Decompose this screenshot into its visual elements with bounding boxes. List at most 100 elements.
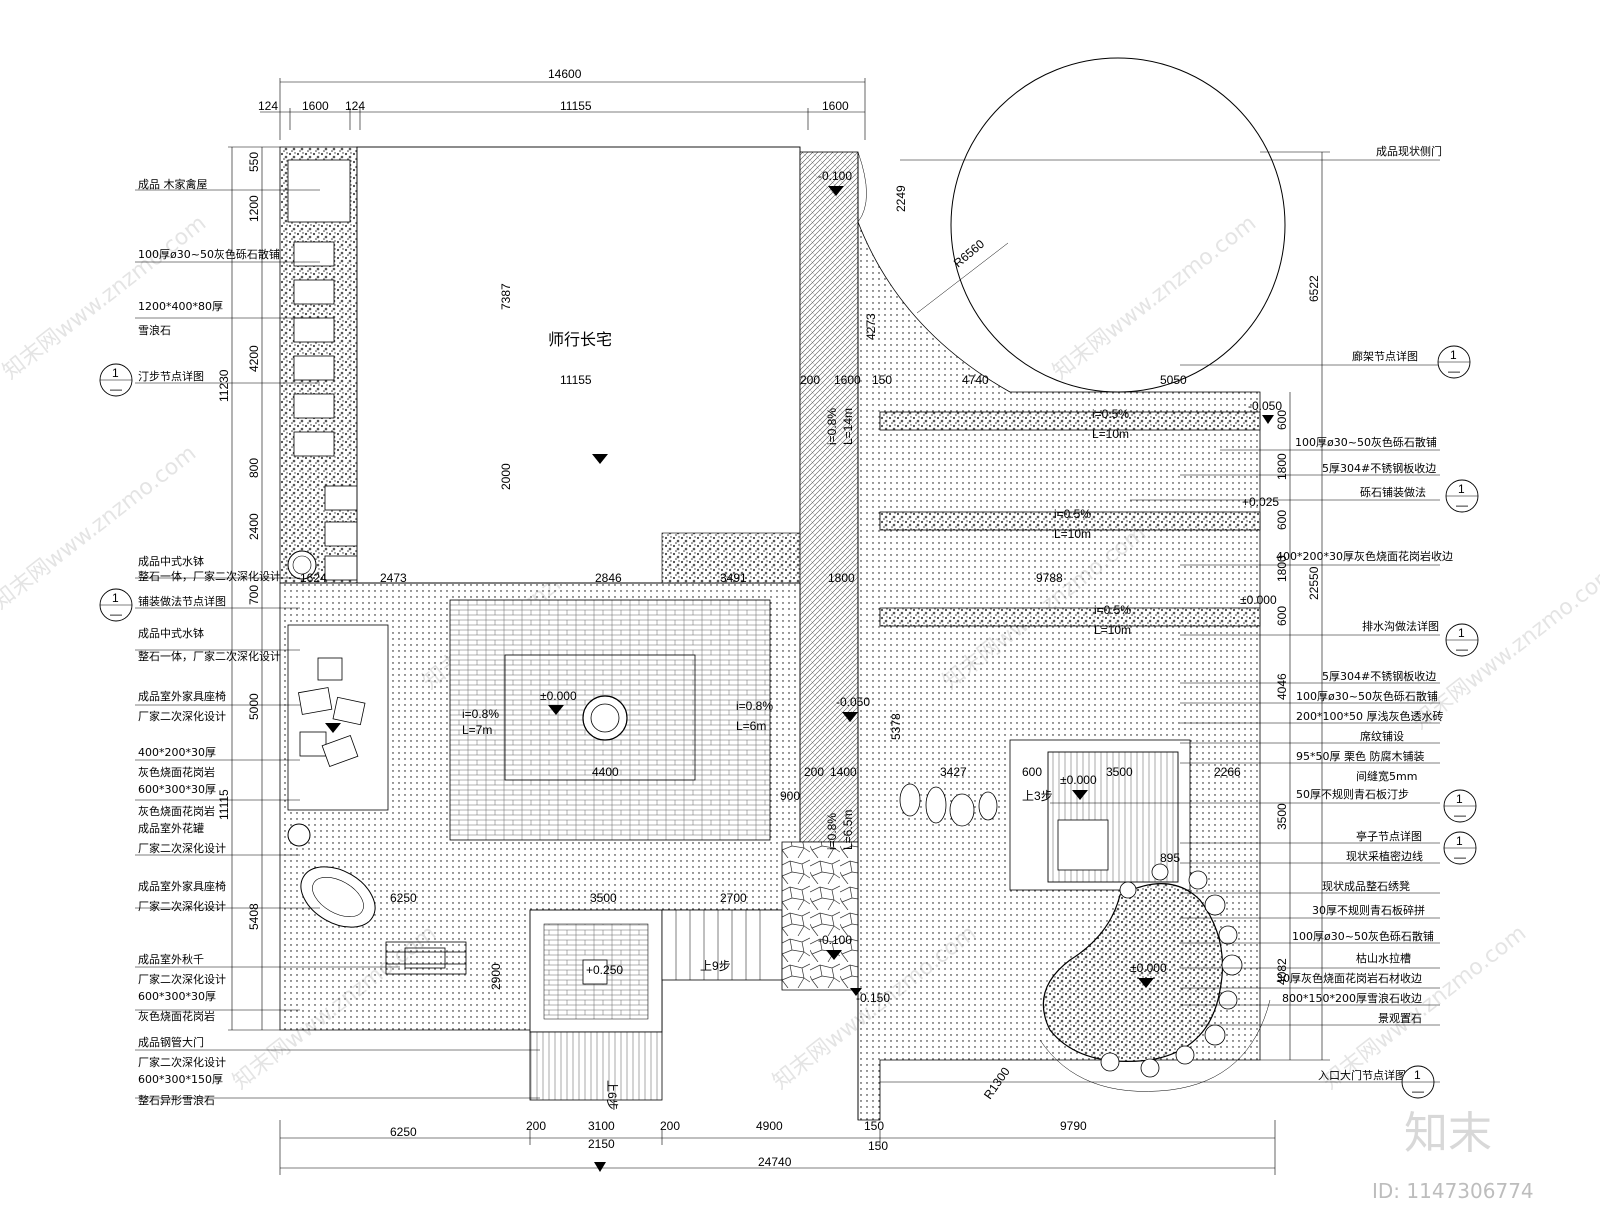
annotation-text: 整石异形雪浪石: [138, 1093, 215, 1107]
annotation-text: 汀步节点详图: [138, 369, 204, 383]
dim-text: 1600: [834, 373, 861, 387]
annotation-text: 800*150*200厚雪浪石收边: [1282, 991, 1422, 1005]
annotation-text: 600*300*30厚: [138, 990, 216, 1003]
dim-text: 2700: [720, 891, 747, 905]
dim-text: 2400: [247, 513, 261, 540]
dim-text: 3500: [1106, 765, 1133, 779]
house-footprint: [356, 146, 801, 584]
existing-tree-canopy: [950, 57, 1286, 393]
dim-text: 2150: [588, 1137, 615, 1151]
dim-text: 150: [872, 373, 892, 387]
annotation-text: 5厚304#不锈钢板收边: [1322, 669, 1436, 683]
annotation-text: 廊架节点详图: [1352, 349, 1418, 363]
annotations-right: 成品现状侧门 廊架节点详图 100厚ø30~50灰色砾石散铺 5厚304#不锈钢…: [1276, 144, 1453, 1082]
annotation-text: 50厚不规则青石板汀步: [1296, 787, 1409, 801]
annotation-text: 厂家二次深化设计: [138, 709, 226, 723]
level-text: +0.025: [1242, 495, 1279, 509]
slope-labels: i=0.5% L=10m i=0.5% L=10m i=0.5% L=10m i…: [462, 407, 1131, 850]
brand-watermark: 知末 ID: 1147306774: [1372, 1108, 1534, 1203]
entrance-emblem: [582, 959, 608, 985]
callout-sub: —: [1412, 1084, 1424, 1098]
dim-text: 800: [247, 458, 261, 478]
callout-number: 1: [1458, 482, 1465, 496]
annotation-text: 灰色烧面花岗岩: [138, 804, 215, 818]
annotation-text: 成品室外花罐: [138, 821, 204, 835]
water-basin-icon: [582, 695, 628, 741]
dim-text: 1624: [300, 571, 327, 585]
dim-text: 150: [864, 1119, 884, 1133]
annotation-text: 100厚ø30~50灰色砾石散铺: [1295, 435, 1437, 449]
dims-left: 550 1200 4200 11230 800 2400 700 5000 11…: [217, 152, 261, 930]
callout-number: 1: [1458, 626, 1465, 640]
annotation-text: 整石一体，厂家二次深化设计: [138, 649, 281, 663]
slope-text: L=7m: [462, 723, 492, 737]
dim-text: 600: [1275, 606, 1289, 626]
level-marks: -0.100 -0.050 +0.025 ±0.000 ±0.000 -0.05…: [325, 169, 1282, 1005]
annotation-text: 1200*400*80厚: [138, 300, 223, 313]
slope-text: L=6.5m: [841, 810, 855, 850]
annotation-text: 铺装做法节点详图: [138, 594, 226, 608]
annotation-text: 200*100*50 厚浅灰色透水砖: [1296, 709, 1443, 723]
brand-id: ID: 1147306774: [1372, 1179, 1534, 1203]
leader-lines-left: [135, 189, 540, 1099]
annotation-text: 100厚ø30~50灰色砾石散铺: [138, 247, 280, 261]
detail-callouts: 1 — 1 — 1 — 1 — 1 —: [99, 345, 1479, 1099]
dim-text: 6250: [390, 891, 417, 905]
level-text: ±0.000: [1060, 773, 1097, 787]
dim-text: 3491: [720, 571, 747, 585]
site-areas: [279, 57, 1286, 1121]
annotation-text: 400*200*30厚: [138, 746, 216, 759]
watermark-text: 知末网www.znzmo.com: [0, 441, 201, 615]
dim-text: 2846: [595, 571, 622, 585]
slope-text: L=10m: [1054, 527, 1091, 541]
dim-text: 124: [258, 99, 278, 113]
dim-text: 5408: [247, 903, 261, 930]
dim-text: 4273: [864, 313, 878, 340]
callout-sub: —: [1456, 498, 1468, 512]
dim-text: 4900: [756, 1119, 783, 1133]
callout-sub: —: [1454, 850, 1466, 864]
callout-sub: —: [110, 382, 122, 396]
annotation-text: 成品 木家禽屋: [138, 177, 208, 191]
annotation-text: 600*300*30厚: [138, 783, 216, 796]
dim-text: 2266: [1214, 765, 1241, 779]
annotation-text: 排水沟做法详图: [1362, 619, 1439, 633]
swing: [385, 941, 467, 975]
dim-text: 7387: [499, 283, 513, 310]
step-text: 上3步: [1022, 789, 1053, 803]
annotation-text: 成品室外家具座椅: [138, 689, 226, 703]
annotation-text: 95*50厚 栗色 防腐木铺装: [1296, 749, 1425, 763]
dim-text: 895: [1160, 851, 1180, 865]
dim-text: 11155: [560, 373, 592, 387]
dim-text: 6522: [1307, 275, 1321, 302]
water-basin-icon: [287, 550, 317, 580]
callout-number: 1: [112, 591, 119, 605]
annotation-text: 厂家二次深化设计: [138, 841, 226, 855]
annotation-text: 成品室外秋千: [138, 952, 204, 966]
dim-text: 1800: [1275, 555, 1289, 582]
dims-top: 14600 124 1600 124 11155 1600 11155 200 …: [258, 67, 1187, 387]
dim-text: 2249: [894, 185, 908, 212]
annotation-text: 600*300*150厚: [138, 1073, 223, 1086]
dim-text: 5050: [1160, 373, 1187, 387]
annotation-text: 厂家二次深化设计: [138, 1055, 226, 1069]
corridor-paving: [799, 151, 859, 843]
annotation-text: 入口大门节点详图: [1318, 1068, 1406, 1082]
annotation-text: 灰色烧面花岗岩: [138, 765, 215, 779]
dim-text: 3427: [940, 765, 967, 779]
gravel-band-1: [879, 411, 1261, 431]
dim-text: 1600: [302, 99, 329, 113]
dim-text: 150: [868, 1139, 888, 1153]
annotation-text: 厂家二次深化设计: [138, 899, 226, 913]
callout-number: 1: [1414, 1068, 1421, 1082]
stepping-stones-irregular: [899, 783, 998, 827]
annotation-text: 现状采植密边线: [1346, 849, 1423, 863]
annotations-left: 成品 木家禽屋 100厚ø30~50灰色砾石散铺 1200*400*80厚 雪浪…: [138, 177, 281, 1107]
annotation-text: 砾石铺装做法: [1360, 485, 1426, 499]
dims-right: 6522 22550 600 1800 600 1800 600 4046 35…: [1275, 275, 1321, 985]
slope-text: i=0.8%: [736, 699, 773, 713]
annotation-text: 成品中式水钵: [138, 626, 204, 640]
dim-text: 9790: [1060, 1119, 1087, 1133]
dims-bottom: 6250 200 3100 200 4900 150 9790 2150 150…: [390, 1119, 1087, 1172]
dim-text: 3500: [1275, 803, 1289, 830]
